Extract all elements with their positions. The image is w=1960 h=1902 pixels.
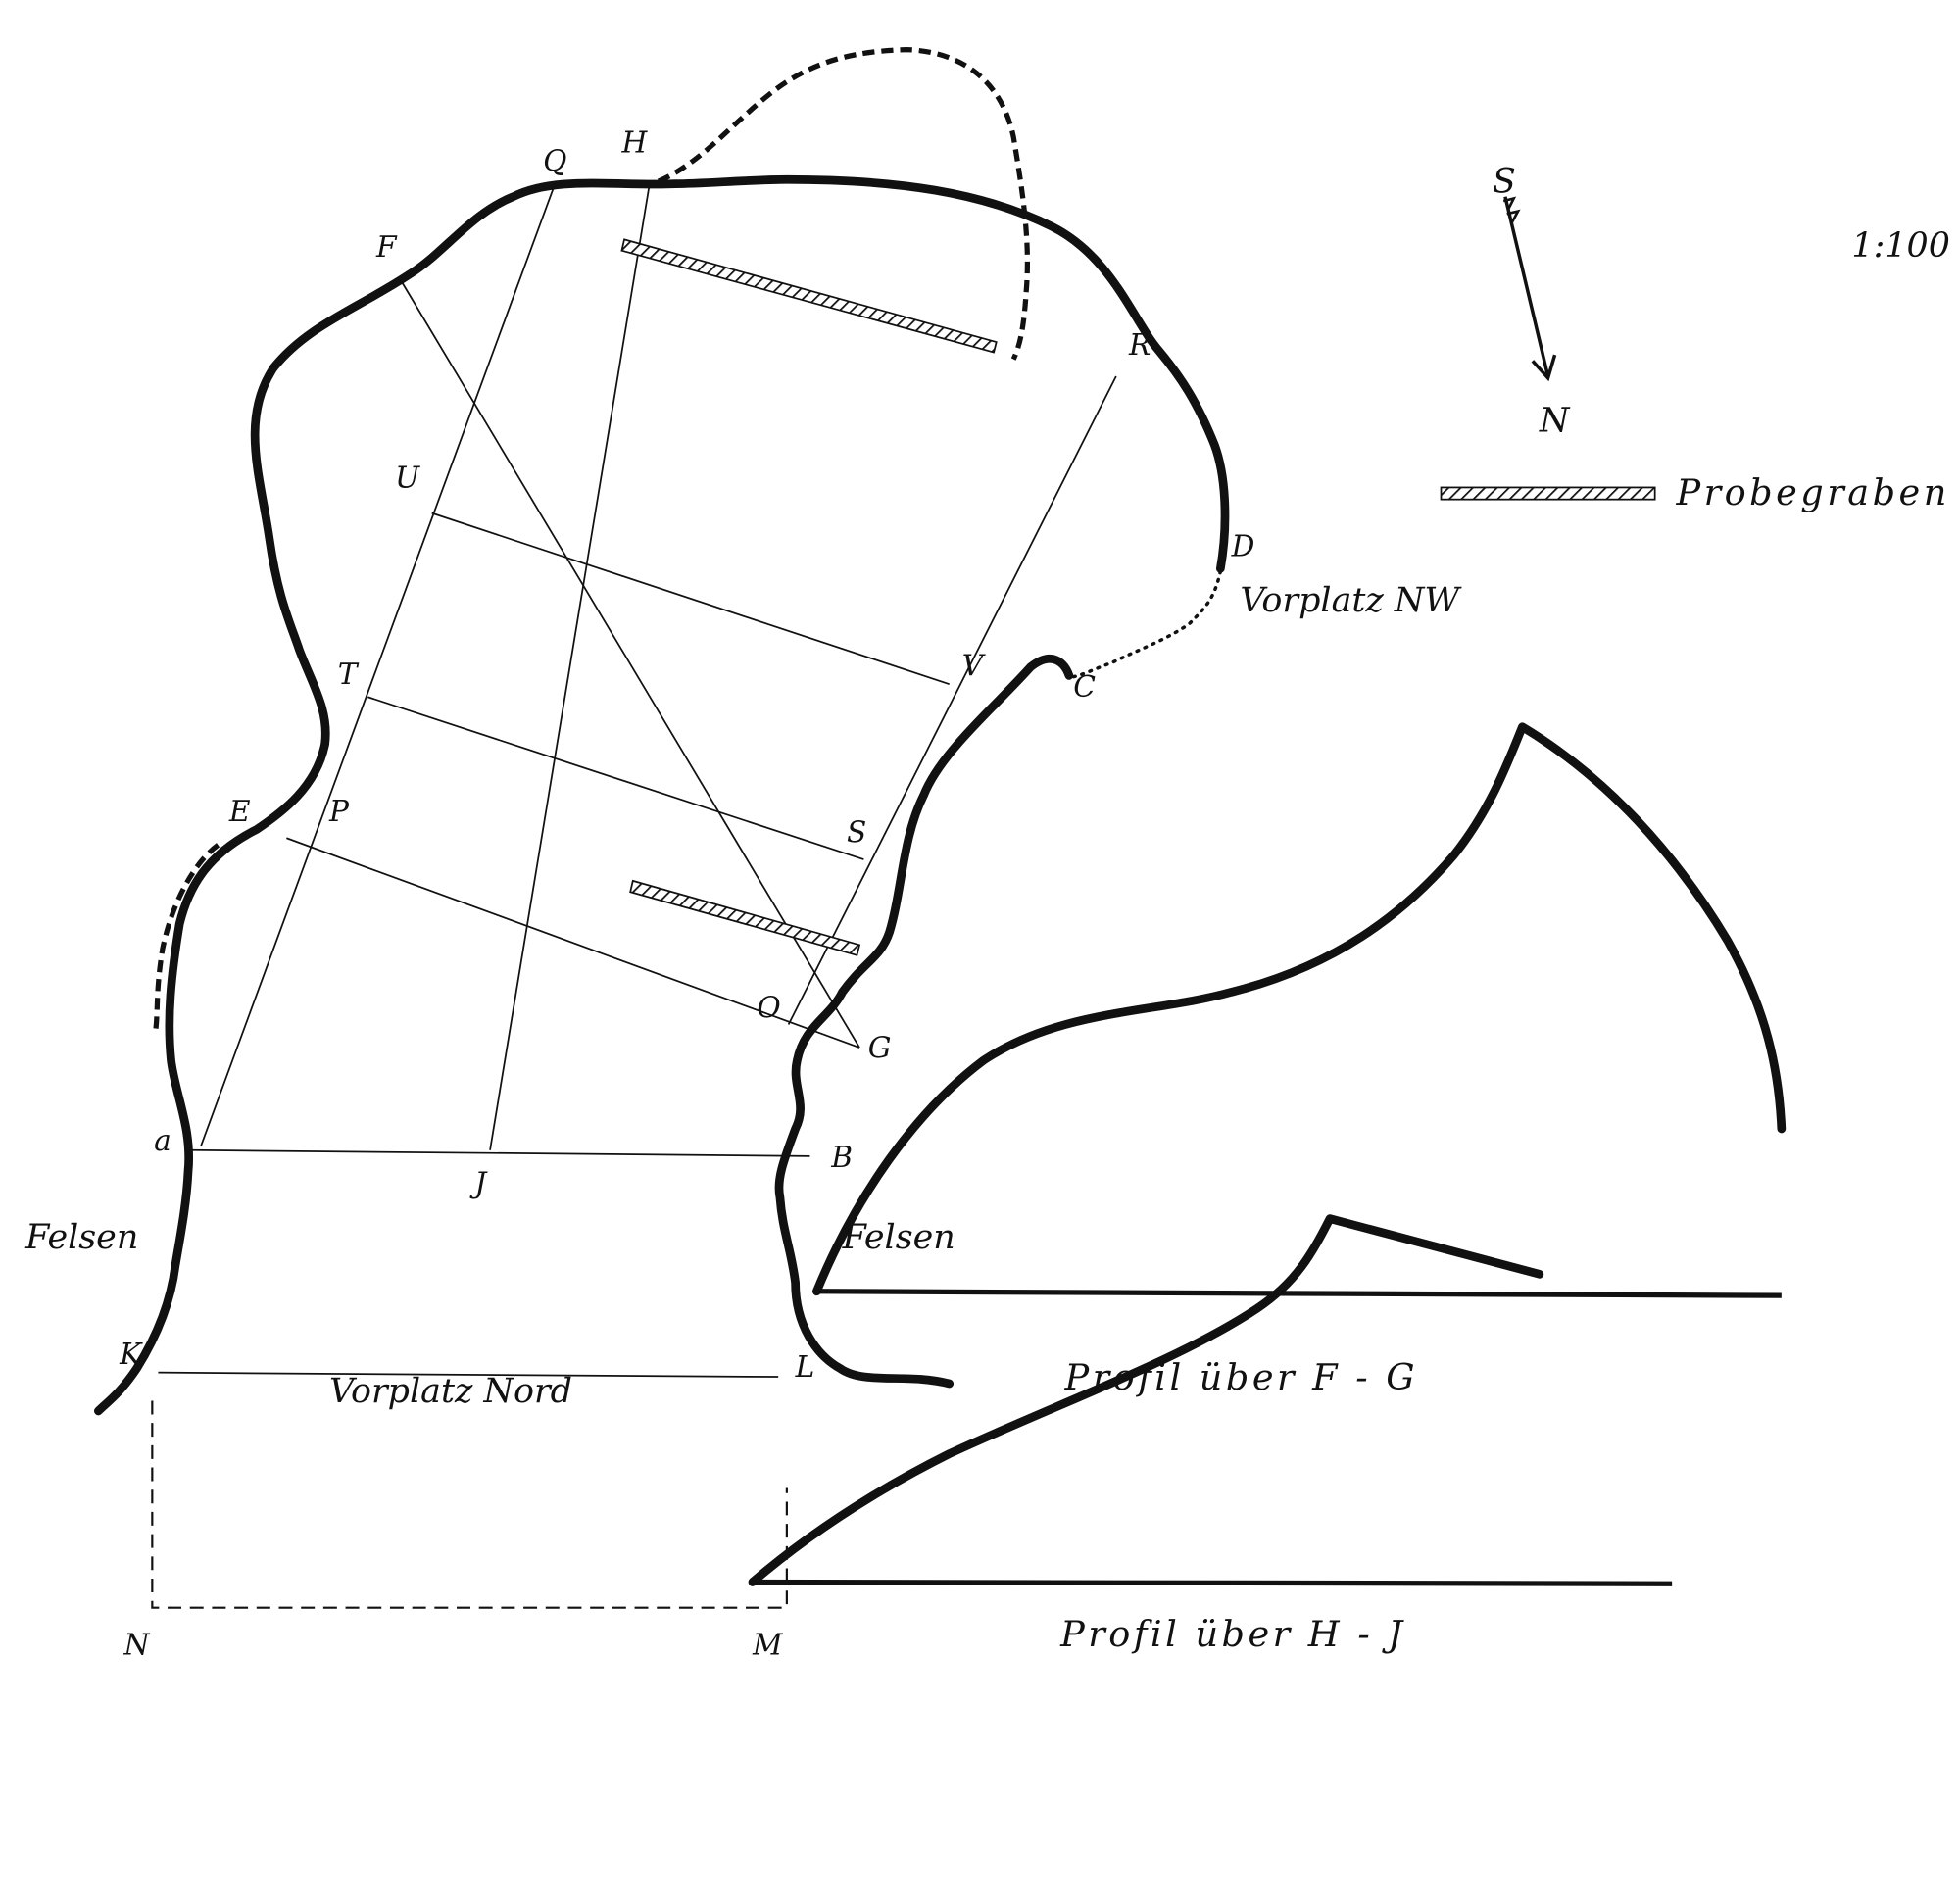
point-label-U: U — [395, 460, 420, 494]
compass-label-bottom: N — [1539, 402, 1571, 441]
point-label-B: B — [830, 1140, 853, 1174]
line-T-S — [367, 696, 864, 860]
legend-label-probegraben: Probegraben — [1675, 471, 1949, 513]
point-label-V: V — [962, 648, 986, 682]
cave-outline-main — [774, 654, 1074, 1389]
vorplatz-nord-outline — [151, 1400, 788, 1609]
line-Q-a — [200, 180, 558, 1146]
line-F-G — [401, 281, 860, 1049]
point-label-N: N — [123, 1628, 151, 1662]
line-K-L — [158, 1371, 779, 1378]
compass-label-top: S — [1493, 162, 1516, 201]
point-label-C: C — [1073, 669, 1096, 704]
probegraben-trench-upper — [620, 238, 998, 354]
scale-label: 1:100 — [1851, 226, 1950, 266]
compass-arrowhead — [1531, 354, 1557, 382]
point-label-H: H — [620, 124, 648, 159]
point-label-J: J — [469, 1165, 488, 1199]
point-label-D: D — [1231, 528, 1255, 562]
point-label-F: F — [375, 229, 398, 264]
point-label-Q: Q — [543, 144, 566, 178]
point-label-K: K — [119, 1337, 143, 1371]
line-R-O — [787, 375, 1117, 1025]
profile-fg-caption: Profil über F - G — [1064, 1356, 1418, 1398]
point-label-S: S — [847, 815, 866, 850]
cave-outline-nw — [93, 174, 1230, 1416]
zone-label-felsen-left: Felsen — [24, 1218, 138, 1257]
line-E-G — [286, 837, 860, 1049]
point-label-T: T — [338, 657, 360, 691]
line-H-J — [489, 180, 652, 1150]
dotted-passage — [1068, 569, 1223, 679]
profile-hj-baseline — [752, 1579, 1673, 1586]
point-label-O: O — [757, 991, 780, 1025]
dashed-extension-top — [657, 46, 1030, 361]
compass-feather-2 — [1506, 209, 1521, 223]
zone-label-felsen-right: Felsen — [842, 1218, 956, 1257]
line-a-B — [192, 1148, 810, 1157]
compass-feather-1 — [1502, 196, 1517, 210]
point-label-L: L — [795, 1349, 815, 1384]
profile-hj-curve — [748, 1214, 1544, 1586]
compass-shaft — [1503, 196, 1550, 377]
point-label-E: E — [228, 794, 251, 828]
point-label-a: a — [154, 1123, 172, 1157]
profile-fg-curve — [812, 722, 1787, 1296]
zone-label-vorplatz-nw: Vorplatz NW — [1240, 581, 1462, 620]
probegraben-trench-lower — [629, 879, 861, 956]
point-label-M: M — [752, 1628, 783, 1662]
profile-fg-baseline — [816, 1289, 1782, 1298]
point-label-R: R — [1128, 327, 1151, 362]
point-label-P: P — [328, 794, 350, 828]
point-label-G: G — [868, 1031, 892, 1065]
dashed-extension-left — [153, 843, 220, 1031]
line-U-V — [431, 512, 950, 685]
profile-hj-caption: Profil über H - J — [1059, 1613, 1405, 1655]
zone-label-vorplatz-nord: Vorplatz Nord — [329, 1372, 572, 1411]
probegraben-legend-swatch — [1440, 486, 1656, 501]
